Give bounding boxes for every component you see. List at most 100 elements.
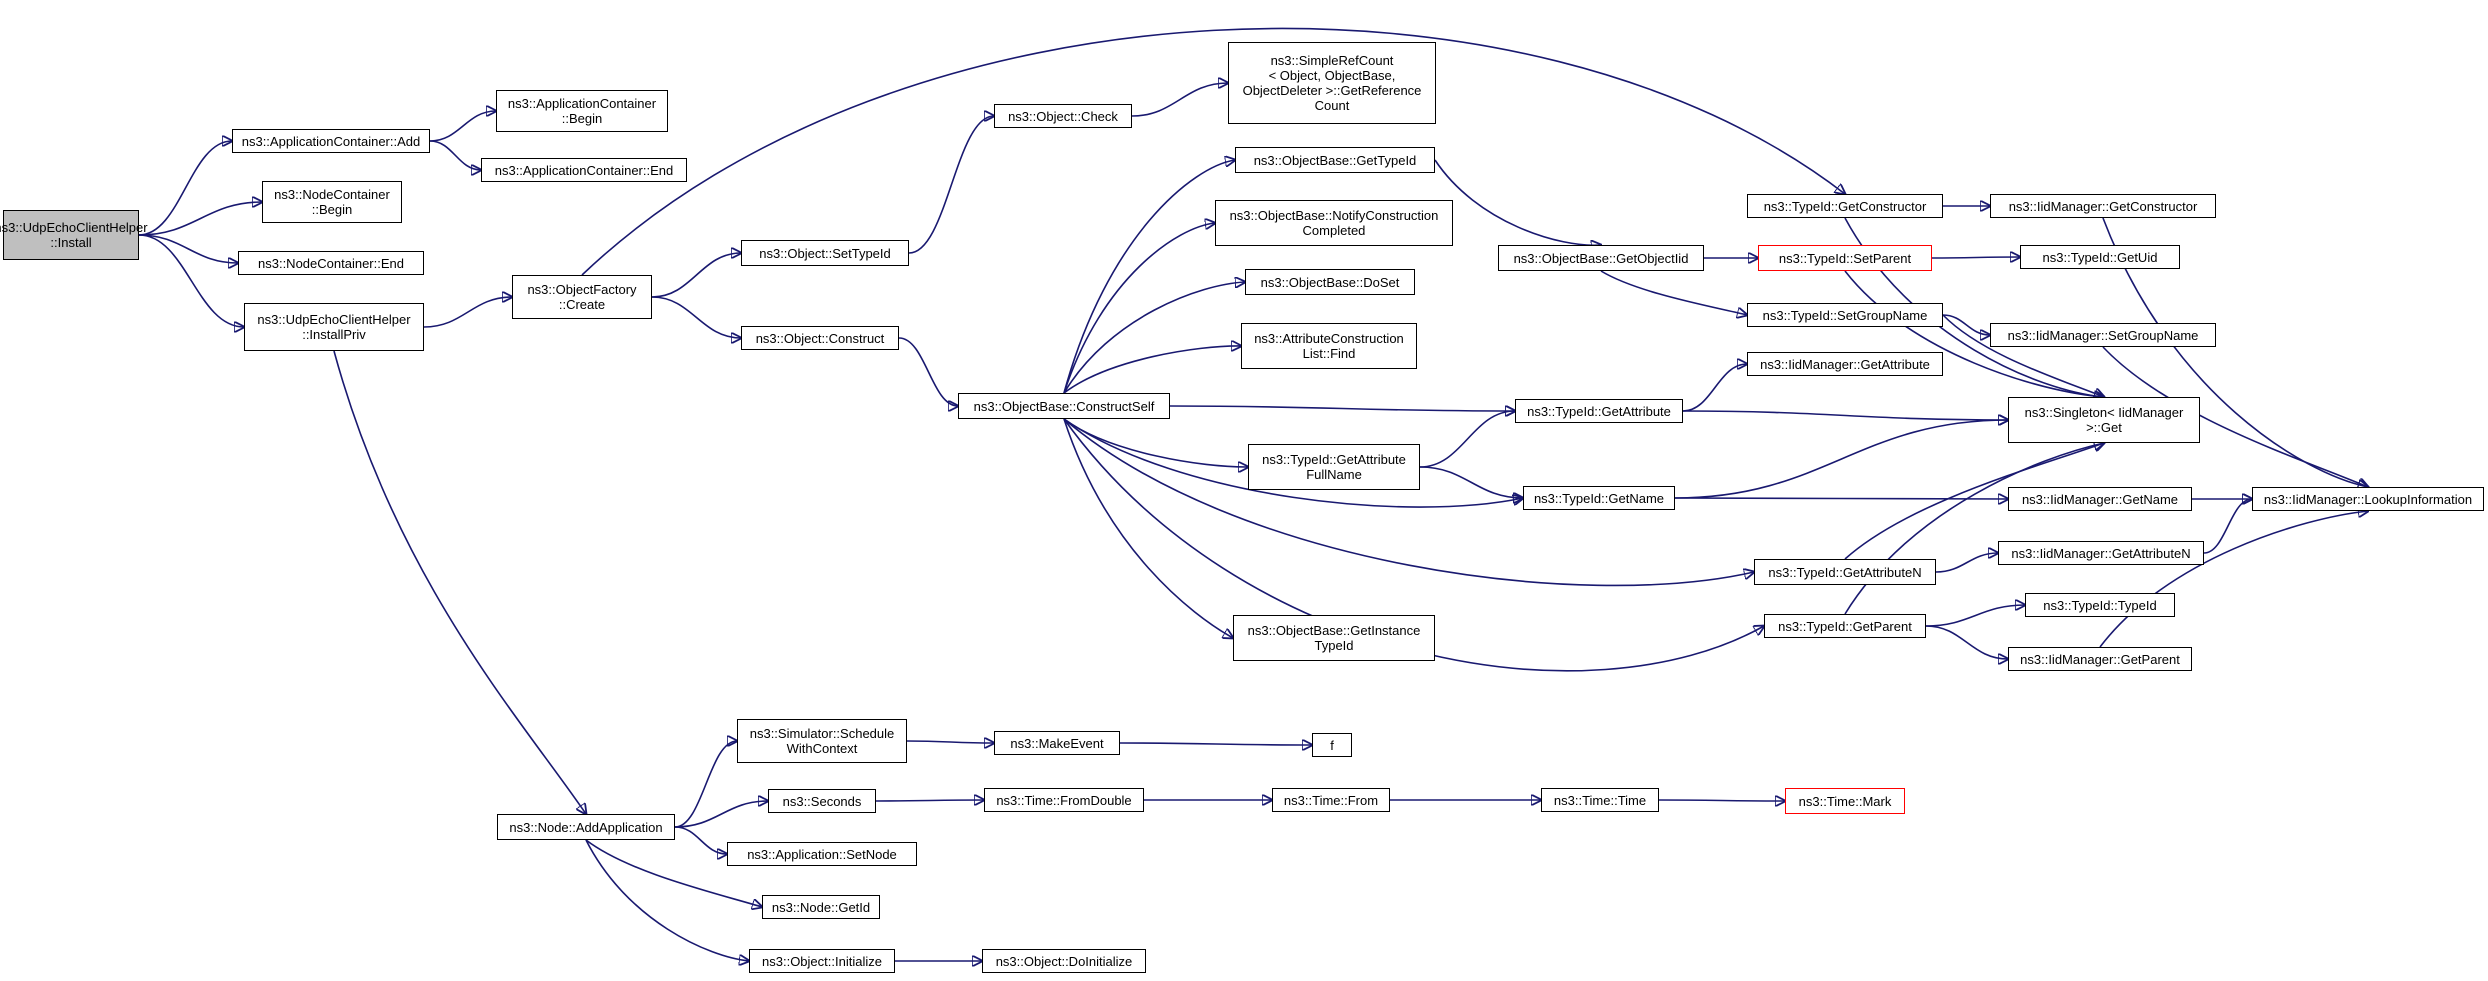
edge-ti_getattributen-to-im_getattributen bbox=[1935, 553, 1998, 573]
edge-ob_getobjectiid-to-ti_setgroupname bbox=[1600, 270, 1747, 315]
edge-root-to-install_priv bbox=[138, 234, 244, 327]
node-make-event[interactable]: ns3::MakeEvent bbox=[994, 731, 1120, 755]
node-object-base-notify-construction-completed[interactable]: ns3::ObjectBase::NotifyConstruction Comp… bbox=[1215, 200, 1453, 246]
edge-root-to-nc_end bbox=[138, 234, 238, 263]
node-object-initialize[interactable]: ns3::Object::Initialize bbox=[749, 949, 895, 973]
node-f[interactable]: f bbox=[1312, 733, 1352, 757]
edge-install_priv-to-of_create bbox=[423, 297, 512, 328]
node-attribute-construction-list-find[interactable]: ns3::AttributeConstruction List::Find bbox=[1241, 323, 1417, 369]
edge-ti_setparent-to-singleton_get bbox=[1844, 270, 2104, 397]
node-seconds[interactable]: ns3::Seconds bbox=[768, 789, 876, 813]
node-type-id-set-parent[interactable]: ns3::TypeId::SetParent bbox=[1758, 245, 1932, 271]
edge-time_time-to-time_mark bbox=[1658, 800, 1785, 801]
edge-ob_gettypeid-to-ob_getobjectiid bbox=[1434, 159, 1601, 245]
node-node-add-application[interactable]: ns3::Node::AddApplication bbox=[497, 814, 675, 840]
node-node-get-id[interactable]: ns3::Node::GetId bbox=[762, 895, 880, 919]
node-iid-manager-get-constructor[interactable]: ns3::IidManager::GetConstructor bbox=[1990, 194, 2216, 218]
edge-ti_getattributen-to-singleton_get bbox=[1844, 443, 2104, 560]
edge-ti_getparent-to-im_getparent bbox=[1925, 625, 2008, 659]
node-application-container-add[interactable]: ns3::ApplicationContainer::Add bbox=[232, 129, 430, 153]
node-type-id-get-parent[interactable]: ns3::TypeId::GetParent bbox=[1764, 614, 1926, 638]
edge-node_addapp-to-app_setnode bbox=[674, 826, 727, 854]
node-node-container-end[interactable]: ns3::NodeContainer::End bbox=[238, 251, 424, 275]
edge-ti_getattrfullname-to-ti_getattribute bbox=[1419, 411, 1515, 468]
node-application-container-end[interactable]: ns3::ApplicationContainer::End bbox=[481, 158, 687, 182]
node-simple-ref-count-get-reference-count[interactable]: ns3::SimpleRefCount < Object, ObjectBase… bbox=[1228, 42, 1436, 124]
node-object-base-get-object-iid[interactable]: ns3::ObjectBase::GetObjectIid bbox=[1498, 245, 1704, 271]
edge-ob_constructself-to-ti_getattributen bbox=[1063, 418, 1754, 587]
edge-ob_constructself-to-ti_getname bbox=[1063, 418, 1523, 508]
node-type-id-get-attribute-full-name[interactable]: ns3::TypeId::GetAttribute FullName bbox=[1248, 444, 1420, 490]
node-iid-manager-lookup-information[interactable]: ns3::IidManager::LookupInformation bbox=[2252, 487, 2484, 511]
node-iid-manager-get-attribute[interactable]: ns3::IidManager::GetAttribute bbox=[1747, 352, 1943, 376]
edge-obj_check-to-srefcount bbox=[1131, 83, 1228, 117]
node-application-container-begin[interactable]: ns3::ApplicationContainer ::Begin bbox=[496, 90, 668, 132]
edge-obj_settypeid-to-obj_check bbox=[908, 116, 994, 254]
node-application-set-node[interactable]: ns3::Application::SetNode bbox=[727, 842, 917, 866]
edge-ti_getattrfullname-to-ti_getname bbox=[1419, 466, 1523, 498]
edge-ti_getattribute-to-singleton_get bbox=[1682, 410, 2008, 420]
node-object-base-get-type-id[interactable]: ns3::ObjectBase::GetTypeId bbox=[1235, 147, 1435, 173]
node-type-id-set-group-name[interactable]: ns3::TypeId::SetGroupName bbox=[1747, 303, 1943, 327]
edge-of_create-to-obj_construct bbox=[651, 296, 741, 338]
node-object-set-type-id[interactable]: ns3::Object::SetTypeId bbox=[741, 240, 909, 266]
node-simulator-schedule-with-context[interactable]: ns3::Simulator::Schedule WithContext bbox=[737, 719, 907, 763]
node-object-base-do-set[interactable]: ns3::ObjectBase::DoSet bbox=[1245, 269, 1415, 295]
node-singleton-iid-manager-get[interactable]: ns3::Singleton< IidManager >::Get bbox=[2008, 397, 2200, 443]
edge-im_setgroupname-to-im_lookup bbox=[2102, 346, 2368, 487]
node-iid-manager-set-group-name[interactable]: ns3::IidManager::SetGroupName bbox=[1990, 323, 2216, 347]
node-time-mark[interactable]: ns3::Time::Mark bbox=[1785, 788, 1905, 814]
node-object-base-construct-self[interactable]: ns3::ObjectBase::ConstructSelf bbox=[958, 393, 1170, 419]
node-type-id-type-id[interactable]: ns3::TypeId::TypeId bbox=[2025, 593, 2175, 617]
edge-ti_getparent-to-ti_typeid bbox=[1925, 605, 2025, 627]
edge-ti_getname-to-im_getname bbox=[1674, 498, 2008, 499]
edge-root-to-nc_begin bbox=[138, 202, 262, 236]
edge-makeevent-to-f bbox=[1119, 743, 1312, 745]
edge-im_getattributen-to-im_lookup bbox=[2203, 499, 2252, 554]
edge-node_addapp-to-sim_schedule bbox=[674, 741, 737, 828]
node-iid-manager-get-parent[interactable]: ns3::IidManager::GetParent bbox=[2008, 647, 2192, 671]
node-object-factory-create[interactable]: ns3::ObjectFactory ::Create bbox=[512, 275, 652, 319]
edge-ti_setparent-to-ti_getuid bbox=[1931, 257, 2020, 258]
edge-ob_constructself-to-ob_getinstancetypeid bbox=[1063, 418, 1233, 638]
edge-app_add-to-ac_end bbox=[429, 140, 481, 170]
edge-seconds-to-time_fromdouble bbox=[875, 800, 984, 801]
edge-ob_constructself-to-ti_getattribute bbox=[1169, 405, 1515, 411]
edge-im_getparent-to-im_lookup bbox=[2099, 511, 2368, 648]
node-time-from-double[interactable]: ns3::Time::FromDouble bbox=[984, 788, 1144, 812]
edge-ti_setgroupname-to-singleton_get bbox=[1942, 314, 2104, 397]
edge-sim_schedule-to-makeevent bbox=[906, 741, 994, 743]
edge-ti_setgroupname-to-im_setgroupname bbox=[1942, 314, 1990, 335]
node-iid-manager-get-attribute-n[interactable]: ns3::IidManager::GetAttributeN bbox=[1998, 541, 2204, 565]
node-udp-echo-client-helper-install[interactable]: ns3::UdpEchoClientHelper ::Install bbox=[0, 210, 148, 260]
node-type-id-get-attribute-n[interactable]: ns3::TypeId::GetAttributeN bbox=[1754, 559, 1936, 585]
edge-node_addapp-to-obj_initialize bbox=[585, 839, 749, 961]
edge-ti_getname-to-singleton_get bbox=[1674, 420, 2008, 499]
edge-install_priv-to-node_addapp bbox=[333, 350, 586, 814]
node-time-time[interactable]: ns3::Time::Time bbox=[1541, 788, 1659, 812]
edge-ob_constructself-to-ob_doset bbox=[1063, 282, 1245, 394]
edge-node_addapp-to-node_getid bbox=[585, 839, 762, 907]
node-iid-manager-get-name[interactable]: ns3::IidManager::GetName bbox=[2008, 487, 2192, 511]
node-type-id-get-attribute[interactable]: ns3::TypeId::GetAttribute bbox=[1515, 399, 1683, 423]
edge-im_getconstructor-to-im_lookup bbox=[2102, 217, 2368, 487]
edge-app_add-to-ac_begin bbox=[429, 111, 496, 142]
edge-ti_getparent-to-singleton_get bbox=[1844, 443, 2104, 615]
edge-root-to-app_add bbox=[138, 141, 232, 236]
node-udp-echo-client-helper-install-priv[interactable]: ns3::UdpEchoClientHelper ::InstallPriv bbox=[244, 303, 424, 351]
node-time-from[interactable]: ns3::Time::From bbox=[1272, 788, 1390, 812]
node-type-id-get-uid[interactable]: ns3::TypeId::GetUid bbox=[2020, 245, 2180, 269]
edge-of_create-to-ti_getconstructor bbox=[581, 27, 1845, 276]
node-node-container-begin[interactable]: ns3::NodeContainer ::Begin bbox=[262, 181, 402, 223]
node-object-construct[interactable]: ns3::Object::Construct bbox=[741, 326, 899, 350]
node-object-base-get-instance-type-id[interactable]: ns3::ObjectBase::GetInstance TypeId bbox=[1233, 615, 1435, 661]
node-object-check[interactable]: ns3::Object::Check bbox=[994, 104, 1132, 128]
node-type-id-get-constructor[interactable]: ns3::TypeId::GetConstructor bbox=[1747, 194, 1943, 218]
edge-ob_constructself-to-acl_find bbox=[1063, 346, 1241, 394]
node-object-do-initialize[interactable]: ns3::Object::DoInitialize bbox=[982, 949, 1146, 973]
edge-ob_constructself-to-ob_notify bbox=[1063, 223, 1215, 394]
edge-node_addapp-to-seconds bbox=[674, 801, 768, 828]
edge-ob_constructself-to-ob_gettypeid bbox=[1063, 160, 1235, 394]
node-type-id-get-name[interactable]: ns3::TypeId::GetName bbox=[1523, 486, 1675, 510]
